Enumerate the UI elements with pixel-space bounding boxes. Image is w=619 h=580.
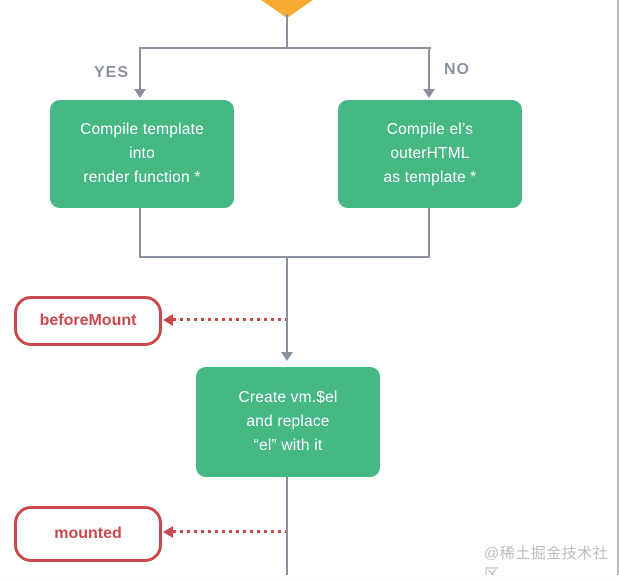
- node-text-line: outerHTML: [390, 144, 470, 162]
- connector-bottom-stem: [286, 477, 288, 575]
- connector-top-stem: [286, 14, 288, 48]
- dotted-arrow-beforemount: [173, 318, 286, 321]
- watermark: @稀土掘金技术社区: [484, 545, 609, 575]
- arrowhead-mounted-dotted: [163, 526, 173, 538]
- decision-diamond-tip: [261, 0, 313, 18]
- connector-merge-horizontal: [139, 256, 430, 258]
- node-text-line: as template *: [383, 169, 477, 186]
- connector-branch-horizontal: [139, 47, 431, 49]
- yes-label: YES: [94, 64, 130, 81]
- dotted-arrow-mounted: [173, 530, 286, 533]
- connector-left-merge: [139, 208, 141, 258]
- connector-center-drop: [286, 256, 288, 354]
- node-text-line: “el” with it: [253, 437, 323, 454]
- arrowhead-left-branch: [134, 89, 146, 98]
- connector-right-branch: [428, 47, 430, 91]
- node-text-line: render function *: [83, 169, 201, 186]
- node-text-line: Compile el’s: [386, 120, 474, 138]
- arrowhead-right-branch: [423, 89, 435, 98]
- hook-mounted: mounted: [14, 506, 162, 562]
- hook-beforemount-label: beforeMount: [39, 312, 137, 329]
- no-label: NO: [444, 61, 470, 78]
- node-compile-template: Compile template into render function *: [50, 100, 234, 208]
- connector-right-merge: [428, 208, 430, 258]
- node-text-line: Create vm.$el: [238, 388, 338, 406]
- node-text-line: into: [129, 144, 155, 162]
- node-text-line: Compile template: [80, 120, 204, 138]
- hook-mounted-label: mounted: [54, 525, 122, 542]
- node-text-line: and replace: [246, 412, 330, 430]
- arrowhead-beforemount-dotted: [163, 314, 173, 326]
- arrowhead-center-drop: [281, 352, 293, 361]
- node-compile-outerhtml: Compile el’s outerHTML as template *: [338, 100, 522, 208]
- node-create-vm-el: Create vm.$el and replace “el” with it: [196, 367, 380, 477]
- connector-left-branch: [139, 47, 141, 91]
- hook-beforemount: beforeMount: [14, 296, 162, 346]
